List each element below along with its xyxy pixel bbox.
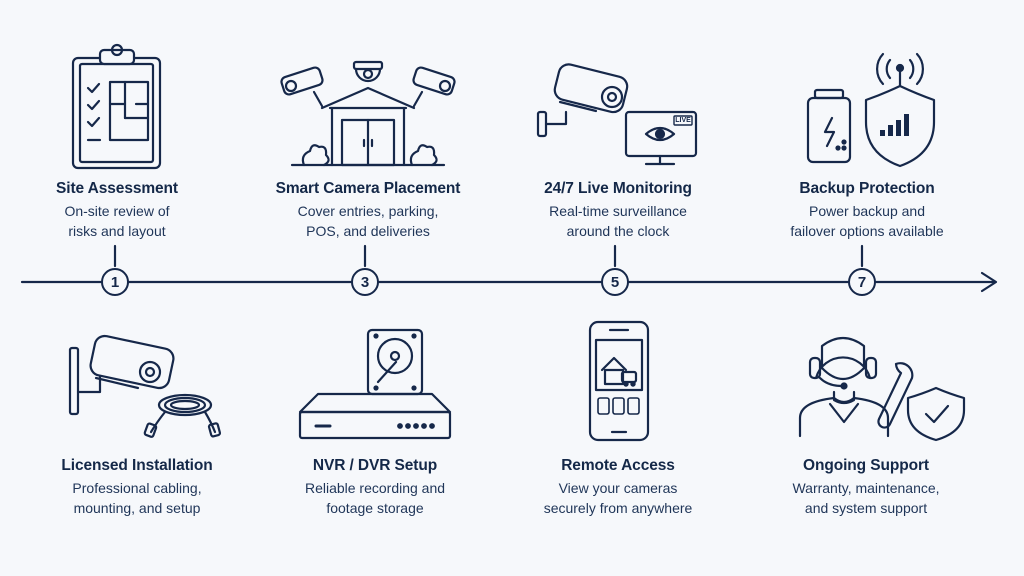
step-description: Professional cabling, mounting, and setu… [22, 478, 252, 518]
step-nvr-dvr-setup: NVR / DVR Setup Reliable recording and f… [260, 456, 490, 518]
step-number-badge: 3 [351, 268, 379, 296]
step-title: Backup Protection [799, 180, 935, 197]
hdd-recorder-icon [298, 328, 452, 440]
step-description-line: Professional cabling, [72, 480, 202, 496]
step-title: NVR / DVR Setup [312, 457, 438, 474]
camera-cable-icon [68, 334, 222, 438]
battery-shield-icon [806, 52, 936, 168]
step-description: Real-time surveillance around the clock [503, 201, 733, 241]
step-description: Warranty, maintenance, and system suppor… [751, 478, 981, 518]
live-label: LIVE [675, 117, 691, 124]
step-description-line: mounting, and setup [73, 500, 201, 516]
step-title: Licensed Installation [61, 457, 213, 474]
step-description-line: Real-time surveillance [549, 203, 687, 219]
timeline-arrow [20, 244, 998, 293]
step-description-line: failover options available [790, 223, 944, 239]
smartphone-app-icon [588, 320, 650, 442]
step-title: Site Assessment [56, 180, 178, 197]
step-description-line: On-site review of [64, 203, 170, 219]
step-description: On-site review of risks and layout [2, 201, 232, 241]
step-description-line: View your cameras [558, 480, 678, 496]
step-number-badge: 1 [101, 268, 129, 296]
building-cameras-icon [280, 60, 456, 167]
step-smart-camera-placement: Smart Camera Placement Cover entries, pa… [253, 179, 483, 241]
clipboard-floorplan-icon [71, 43, 162, 170]
step-ongoing-support: Ongoing Support Warranty, maintenance, a… [751, 456, 981, 518]
camera-live-monitor-icon [536, 63, 698, 166]
step-description-line: around the clock [566, 223, 670, 239]
step-description-line: Warranty, maintenance, [792, 480, 940, 496]
step-number-badge: 7 [848, 268, 876, 296]
step-licensed-installation: Licensed Installation Professional cabli… [22, 456, 252, 518]
step-description: Power backup and failover options availa… [752, 201, 982, 241]
step-description-line: Power backup and [809, 203, 925, 219]
step-remote-access: Remote Access View your cameras securely… [503, 456, 733, 518]
step-description-line: Cover entries, parking, [297, 203, 439, 219]
support-agent-icon [798, 336, 966, 442]
step-title: 24/7 Live Monitoring [544, 180, 692, 197]
step-live-monitoring: 24/7 Live Monitoring Real-time surveilla… [503, 179, 733, 241]
step-description: View your cameras securely from anywhere [503, 478, 733, 518]
step-description: Cover entries, parking, POS, and deliver… [253, 201, 483, 241]
step-backup-protection: Backup Protection Power backup and failo… [752, 179, 982, 241]
step-description-line: Reliable recording and [304, 480, 446, 496]
step-description-line: footage storage [326, 500, 424, 516]
step-description-line: securely from anywhere [543, 500, 693, 516]
step-title: Ongoing Support [803, 457, 929, 474]
step-description-line: and system support [804, 500, 928, 516]
step-site-assessment: Site Assessment On-site review of risks … [2, 179, 232, 241]
step-title: Remote Access [561, 457, 675, 474]
step-description-line: POS, and deliveries [306, 223, 430, 239]
step-number-badge: 5 [601, 268, 629, 296]
step-title: Smart Camera Placement [275, 180, 461, 197]
step-description-line: risks and layout [68, 223, 166, 239]
step-description: Reliable recording and footage storage [260, 478, 490, 518]
